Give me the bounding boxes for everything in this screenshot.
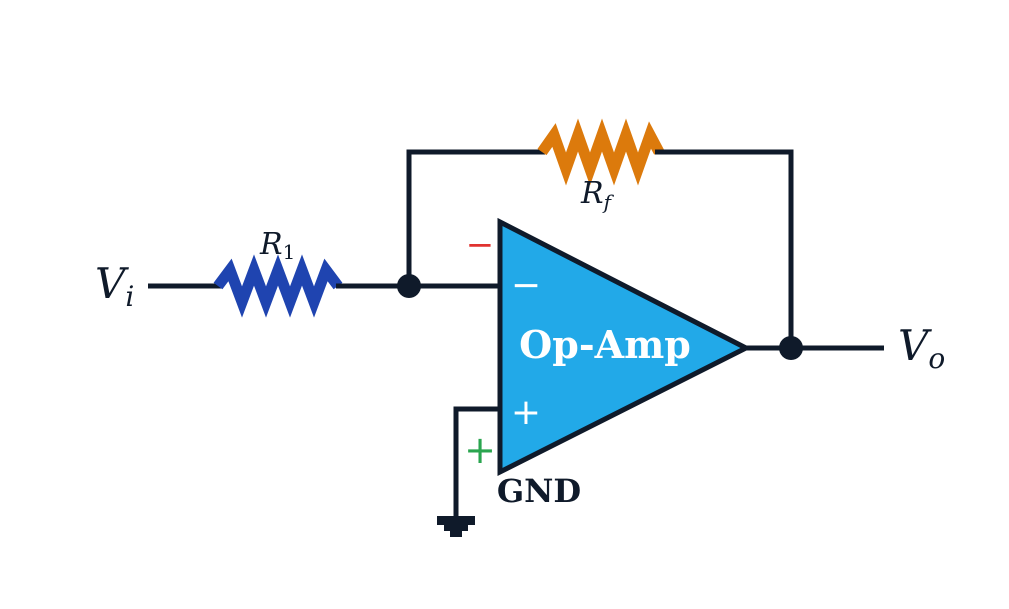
output-voltage-sub: o <box>928 342 945 375</box>
input-voltage-label: Vi <box>95 259 134 313</box>
rf-label-main: R <box>580 176 604 211</box>
output-voltage-main: V <box>898 321 932 370</box>
opamp-body <box>497 217 752 477</box>
noninverting-to-ground-wire <box>453 406 500 520</box>
feedback-left-wire <box>406 149 545 286</box>
output-voltage-label: Vo <box>898 321 945 375</box>
input-junction-dot <box>397 274 421 298</box>
r1-label-main: R <box>259 227 283 262</box>
noninverting-marker: + <box>464 428 496 472</box>
ground-symbol <box>437 516 475 537</box>
rf-resistor <box>537 118 664 186</box>
output-junction-dot <box>779 336 803 360</box>
noninverting-input-symbol: + <box>511 392 541 433</box>
r1-label-sub: 1 <box>283 240 296 264</box>
inverting-marker: − <box>466 225 495 265</box>
ground-label: GND <box>497 472 581 510</box>
rf-label-sub: f <box>602 190 615 214</box>
r1-resistor <box>213 254 343 318</box>
input-voltage-sub: i <box>125 280 134 313</box>
input-voltage-main: V <box>95 259 129 308</box>
inverting-input-symbol: − <box>511 265 541 306</box>
rf-label: Rf <box>580 176 615 214</box>
opamp-label: Op-Amp <box>519 322 691 367</box>
feedback-right-wire <box>655 149 794 348</box>
r1-label: R1 <box>259 227 295 264</box>
